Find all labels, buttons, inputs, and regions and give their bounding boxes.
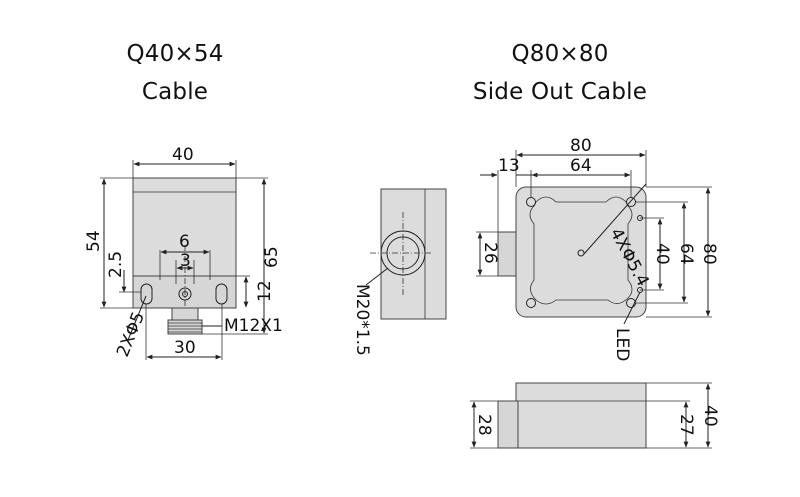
right-side-body <box>515 382 647 449</box>
right-title-model: Q80×80 <box>511 41 609 67</box>
dim-right-26: 26 <box>480 242 500 264</box>
dim-right-64-top: 64 <box>570 156 592 176</box>
dim-left-40: 40 <box>172 145 194 165</box>
dim-right-80-top: 80 <box>570 136 592 156</box>
dim-right-64: 64 <box>676 243 696 265</box>
dim-left-thread: M12X1 <box>224 316 283 336</box>
dim-left-holes: 2XΦ5 <box>113 309 149 360</box>
dim-right-27: 27 <box>676 414 696 436</box>
dim-right-80: 80 <box>699 243 719 265</box>
label-led: LED <box>612 328 632 361</box>
middle-sensor-drawing: M20*1.5 <box>352 188 447 356</box>
dim-right-28: 28 <box>474 414 494 436</box>
dim-left-54: 54 <box>84 230 104 252</box>
right-sensor-body <box>515 186 647 318</box>
left-title-model: Q40×54 <box>126 41 224 67</box>
dim-left-65: 65 <box>262 246 282 268</box>
dim-left-30: 30 <box>174 338 196 358</box>
left-title-type: Cable <box>141 79 209 105</box>
dim-left-6: 6 <box>179 232 190 252</box>
right-title-type: Side Out Cable <box>472 79 648 105</box>
middle-sensor-body <box>380 188 447 320</box>
dim-left-3: 3 <box>180 251 191 271</box>
dim-right-40-bottom: 40 <box>700 405 720 427</box>
right-sensor-top-view: 80 64 13 26 4XΦ5.4 40 64 80 <box>476 136 719 361</box>
dim-left-12: 12 <box>255 280 275 302</box>
dim-middle-thread: M20*1.5 <box>352 284 372 356</box>
right-side-cable-block <box>497 231 519 277</box>
dim-left-2-5: 2.5 <box>106 251 126 278</box>
right-sensor-side-view: 28 27 40 <box>470 382 720 449</box>
dim-right-40: 40 <box>652 243 672 265</box>
dim-right-13: 13 <box>498 156 520 176</box>
left-sensor-drawing: 40 54 2.5 65 12 6 3 2XΦ5 M12X1 <box>84 145 283 360</box>
